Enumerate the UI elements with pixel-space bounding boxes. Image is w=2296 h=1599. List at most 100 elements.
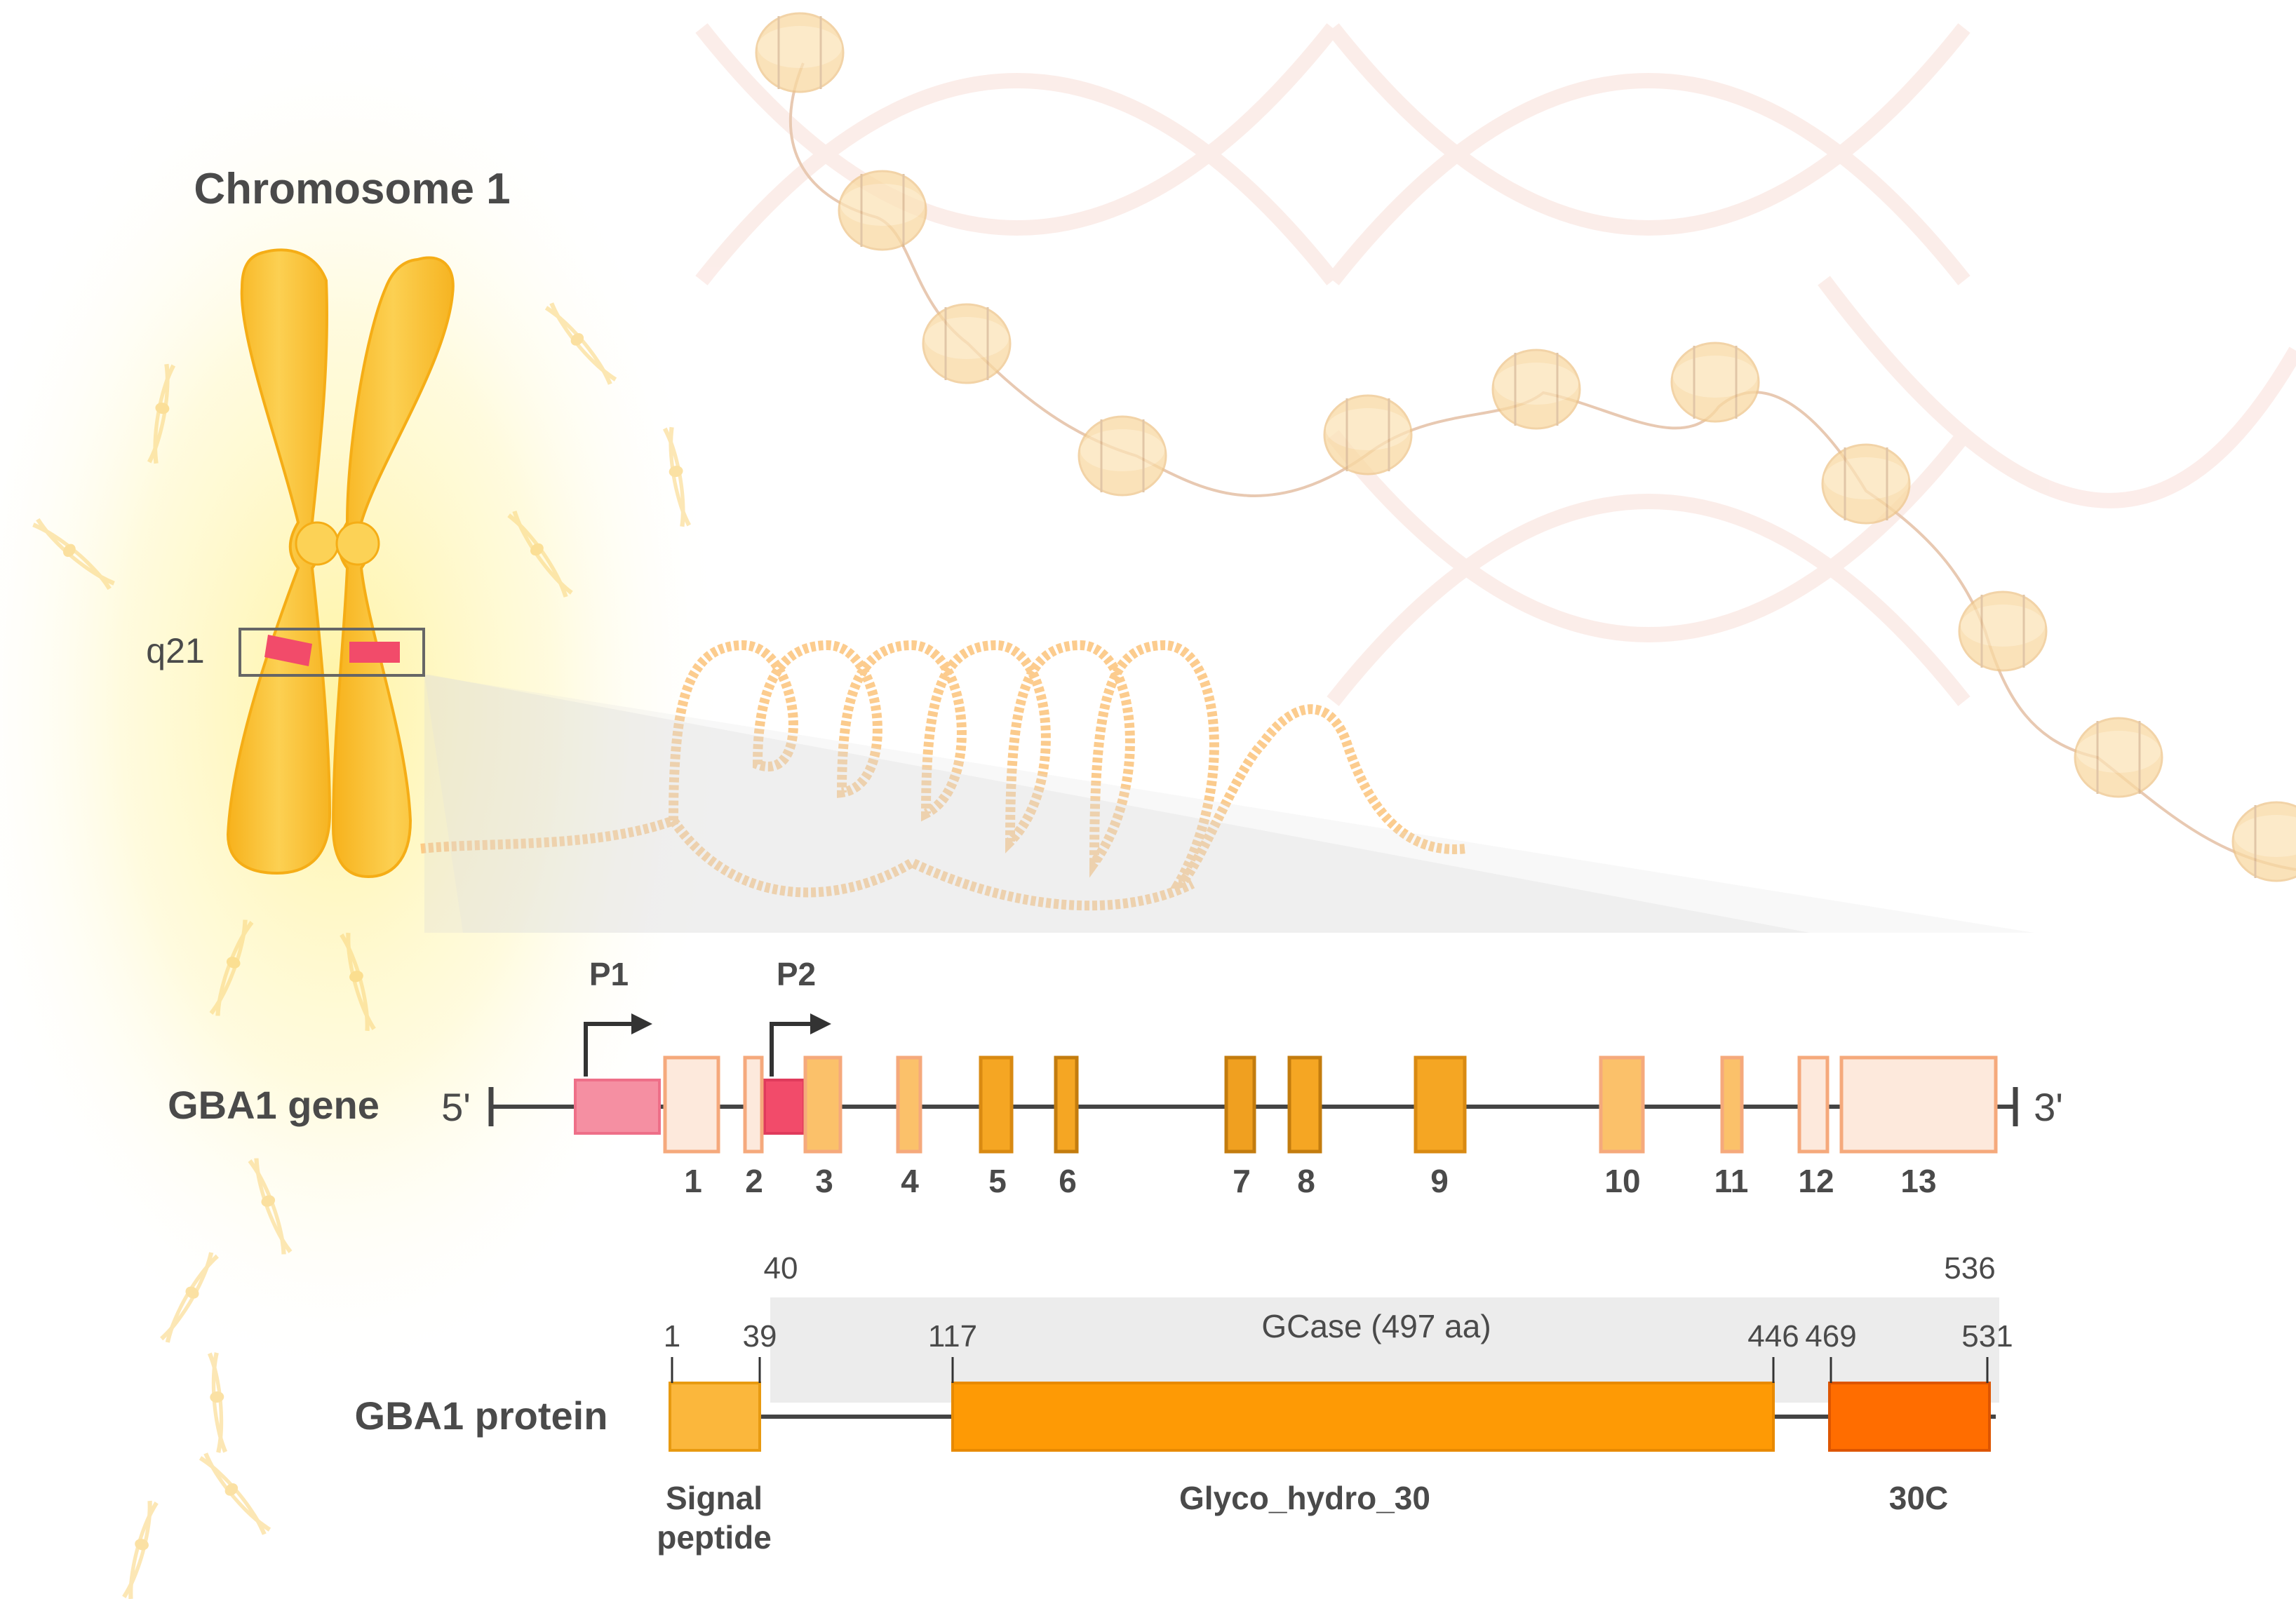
exon-label-3: 3 [815,1163,833,1199]
gcase-label: GCase (497 aa) [1261,1308,1491,1344]
exon-3 [803,1055,842,1154]
exon-label-11: 11 [1714,1163,1749,1199]
promoter-p1: P1 [584,956,652,1077]
mini-chromosome-11 [199,1452,271,1535]
background-chromosomes [32,302,692,1599]
domain-30c-label: 30C [1889,1480,1948,1516]
nucleosome-6 [1491,349,1581,430]
mini-chromosome-7 [340,932,376,1032]
band-label: q21 [146,631,204,670]
exon-13 [1839,1055,1998,1154]
zoom-wedge [424,675,1810,933]
promoter-p2-arrowhead [810,1013,831,1034]
position-label-3: 117 [928,1319,977,1354]
exon-label-1: 1 [684,1163,702,1199]
centromere-left [295,521,340,566]
zoom-wedge-lower [424,675,2034,933]
gene-title: GBA1 gene [168,1083,380,1127]
promoter-p1-arrowhead [631,1013,652,1034]
mini-chromosome-10 [207,1352,228,1453]
mini-chromosome-3 [662,426,692,527]
promoter-p2-arrow [770,1022,814,1077]
nucleosome-10 [2074,717,2163,798]
mini-chromosome-9 [160,1252,219,1343]
domain-glyco-hydro-30-label: Glyco_hydro_30 [1179,1480,1430,1516]
q21-band-right [349,642,400,663]
exon-8 [1287,1055,1322,1154]
exon-1 [663,1055,720,1154]
promoter-p2-region [763,1079,805,1135]
nucleosome-9 [1958,591,2048,672]
nucleosome-5 [1323,394,1413,475]
mini-chromosome-8 [248,1158,293,1255]
chromatid-right [331,256,455,879]
exon-10 [1599,1055,1645,1154]
exon-7 [1224,1055,1256,1154]
exon-label-13: 13 [1900,1163,1936,1199]
exon-label-2: 2 [745,1163,763,1199]
nucleosome-group [755,12,2296,882]
exon-11 [1720,1055,1744,1154]
position-label-4: 446 [1747,1319,1799,1354]
chromatin-path-lower [669,818,1195,911]
promoter-p1-label: P1 [589,956,629,992]
q21-highlight-box [239,628,425,677]
chromosome-title: Chromosome 1 [194,165,510,213]
mini-chromosome-4 [507,511,573,598]
domain-signal-peptide-label: Signal [666,1480,763,1516]
promoter-p1-arrow [584,1022,635,1077]
nucleosome-2 [838,170,927,251]
exon-label-5: 5 [988,1163,1007,1199]
exon-4 [896,1055,922,1154]
nucleosome-3 [922,303,1012,384]
chromatin-path [420,640,1467,889]
exon-5 [979,1055,1014,1154]
nucleosome-1 [755,12,845,93]
protein-title: GBA1 protein [355,1394,608,1438]
exon-label-8: 8 [1297,1163,1315,1199]
position-label-1: 1 [664,1319,680,1354]
gene-5prime: 5' [441,1085,471,1129]
chromosome-1 [226,248,455,879]
position-label-6: 531 [1961,1319,2013,1354]
promoter-p2-label: P2 [777,956,816,992]
nucleosome-4 [1077,415,1167,497]
exon-9 [1414,1055,1467,1154]
mature-end-position: 536 [1944,1251,1995,1286]
mini-chromosome-12 [122,1500,159,1599]
exon-label-7: 7 [1233,1163,1251,1199]
mini-chromosome-6 [209,919,254,1016]
position-label-5: 469 [1805,1319,1856,1354]
mini-chromosome-1 [544,302,617,385]
dna-helix-backdrop [695,23,2296,706]
chromatid-left [226,248,332,875]
domain-glyco-hydro-30 [951,1382,1775,1452]
nucleosome-11 [2231,801,2296,882]
nucleosome-8 [1821,443,1911,525]
gene-3prime: 3' [2034,1085,2063,1129]
centromere-right [335,521,380,566]
promoter-p2: P2 [770,956,831,1077]
q21-band-left [264,635,312,666]
domain-signal-peptide [669,1382,761,1452]
exon-2 [743,1055,764,1154]
mini-chromosome-5 [32,518,115,591]
position-label-2: 39 [743,1319,777,1354]
exon-label-10: 10 [1604,1163,1640,1199]
domain-signal-peptide-label-2: peptide [657,1519,772,1556]
nucleosome-7 [1670,342,1760,423]
exon-label-4: 4 [901,1163,919,1199]
domain-30c [1828,1382,1991,1452]
mini-chromosome-2 [147,363,176,464]
mature-start-position: 40 [764,1251,798,1286]
exon-label-12: 12 [1798,1163,1834,1199]
exon-label-9: 9 [1430,1163,1449,1199]
promoter-p1-region [574,1079,661,1135]
exon-6 [1054,1055,1079,1154]
exon-label-6: 6 [1059,1163,1077,1199]
chromatin-fiber [420,640,1467,911]
exon-12 [1797,1055,1830,1154]
